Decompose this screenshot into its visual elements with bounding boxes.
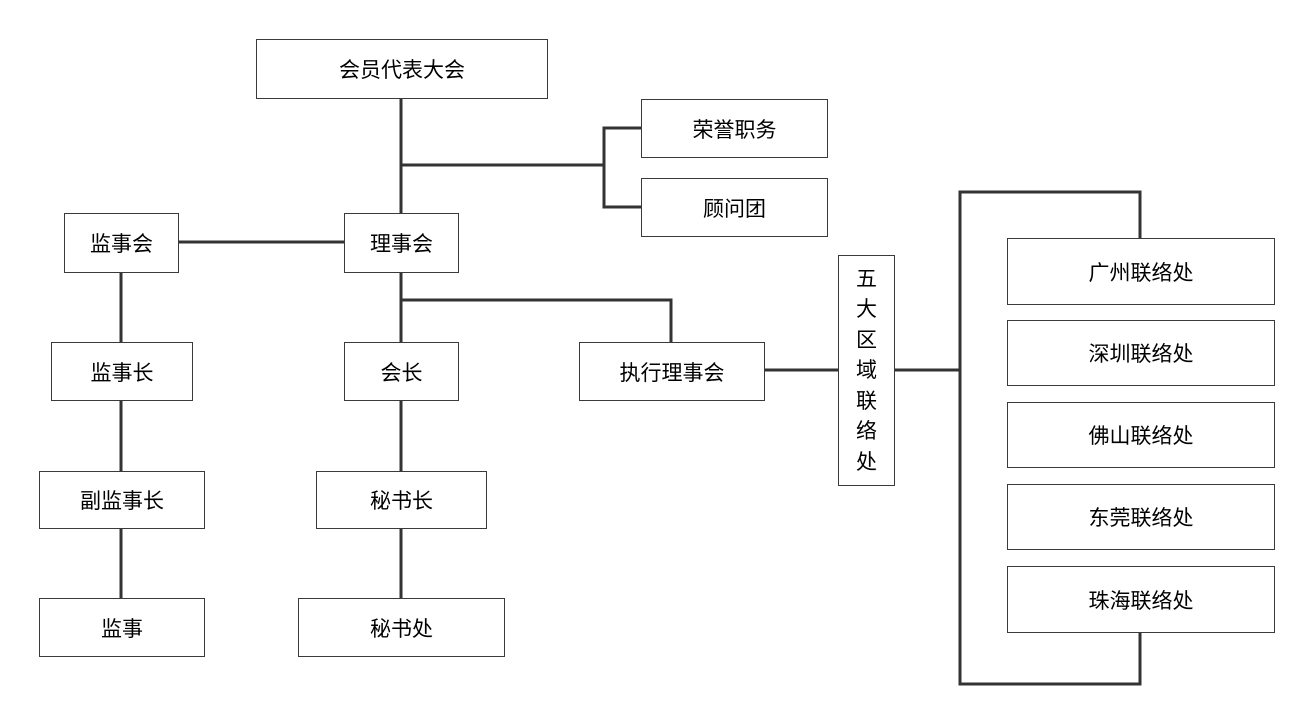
secretary-general-box: 秘书长 (316, 471, 487, 529)
shenzhen-office-label: 深圳联络处 (1088, 342, 1194, 366)
secretariat-label: 秘书处 (370, 616, 433, 641)
honorary-posts-box: 荣誉职务 (641, 99, 828, 158)
supervisor-label: 监事 (101, 616, 143, 641)
zhuhai-office-label: 珠海联络处 (1088, 588, 1194, 613)
advisory-group-box: 顾问团 (641, 178, 828, 237)
council-box: 理事会 (344, 213, 459, 273)
guangzhou-office-box: 广州联络处 (1007, 238, 1275, 305)
secretariat-box: 秘书处 (298, 598, 505, 657)
five-regional-offices-box: 五大区域联络处 (838, 255, 895, 486)
chief-supervisor-label: 监事长 (90, 360, 154, 385)
executive-council-label: 执行理事会 (619, 360, 725, 385)
line-honorary-bracket (602, 126, 643, 209)
president-box: 会长 (344, 342, 459, 401)
foshan-office-label: 佛山联络处 (1088, 424, 1194, 448)
shenzhen-office-box: 深圳联络处 (1007, 320, 1275, 386)
executive-council-box: 执行理事会 (579, 342, 765, 401)
dongguan-office-label: 东莞联络处 (1088, 506, 1194, 530)
deputy-chief-supervisor-box: 副监事长 (39, 471, 205, 529)
supervisor-box: 监事 (39, 598, 205, 657)
foshan-office-box: 佛山联络处 (1007, 402, 1275, 468)
guangzhou-office-label: 广州联络处 (1088, 260, 1194, 285)
zhuhai-office-box: 珠海联络处 (1007, 566, 1275, 633)
council-label: 理事会 (370, 232, 433, 256)
board-of-supervisors-box: 监事会 (64, 213, 179, 273)
advisory-group-label: 顾问团 (703, 196, 766, 221)
secretary-general-label: 秘书长 (370, 489, 433, 513)
general-assembly-label: 会员代表大会 (339, 58, 465, 82)
chief-supervisor-box: 监事长 (51, 342, 193, 401)
president-label: 会长 (380, 360, 423, 385)
dongguan-office-box: 东莞联络处 (1007, 484, 1275, 550)
deputy-chief-supervisor-label: 副监事长 (80, 489, 164, 513)
board-of-supervisors-label: 监事会 (90, 232, 153, 256)
line-council-executive (399, 298, 673, 344)
line-city-bracket (958, 190, 1142, 686)
general-assembly-box: 会员代表大会 (256, 39, 548, 99)
honorary-posts-label: 荣誉职务 (692, 117, 777, 142)
five-regional-offices-label: 五大区域联络处 (856, 266, 877, 474)
